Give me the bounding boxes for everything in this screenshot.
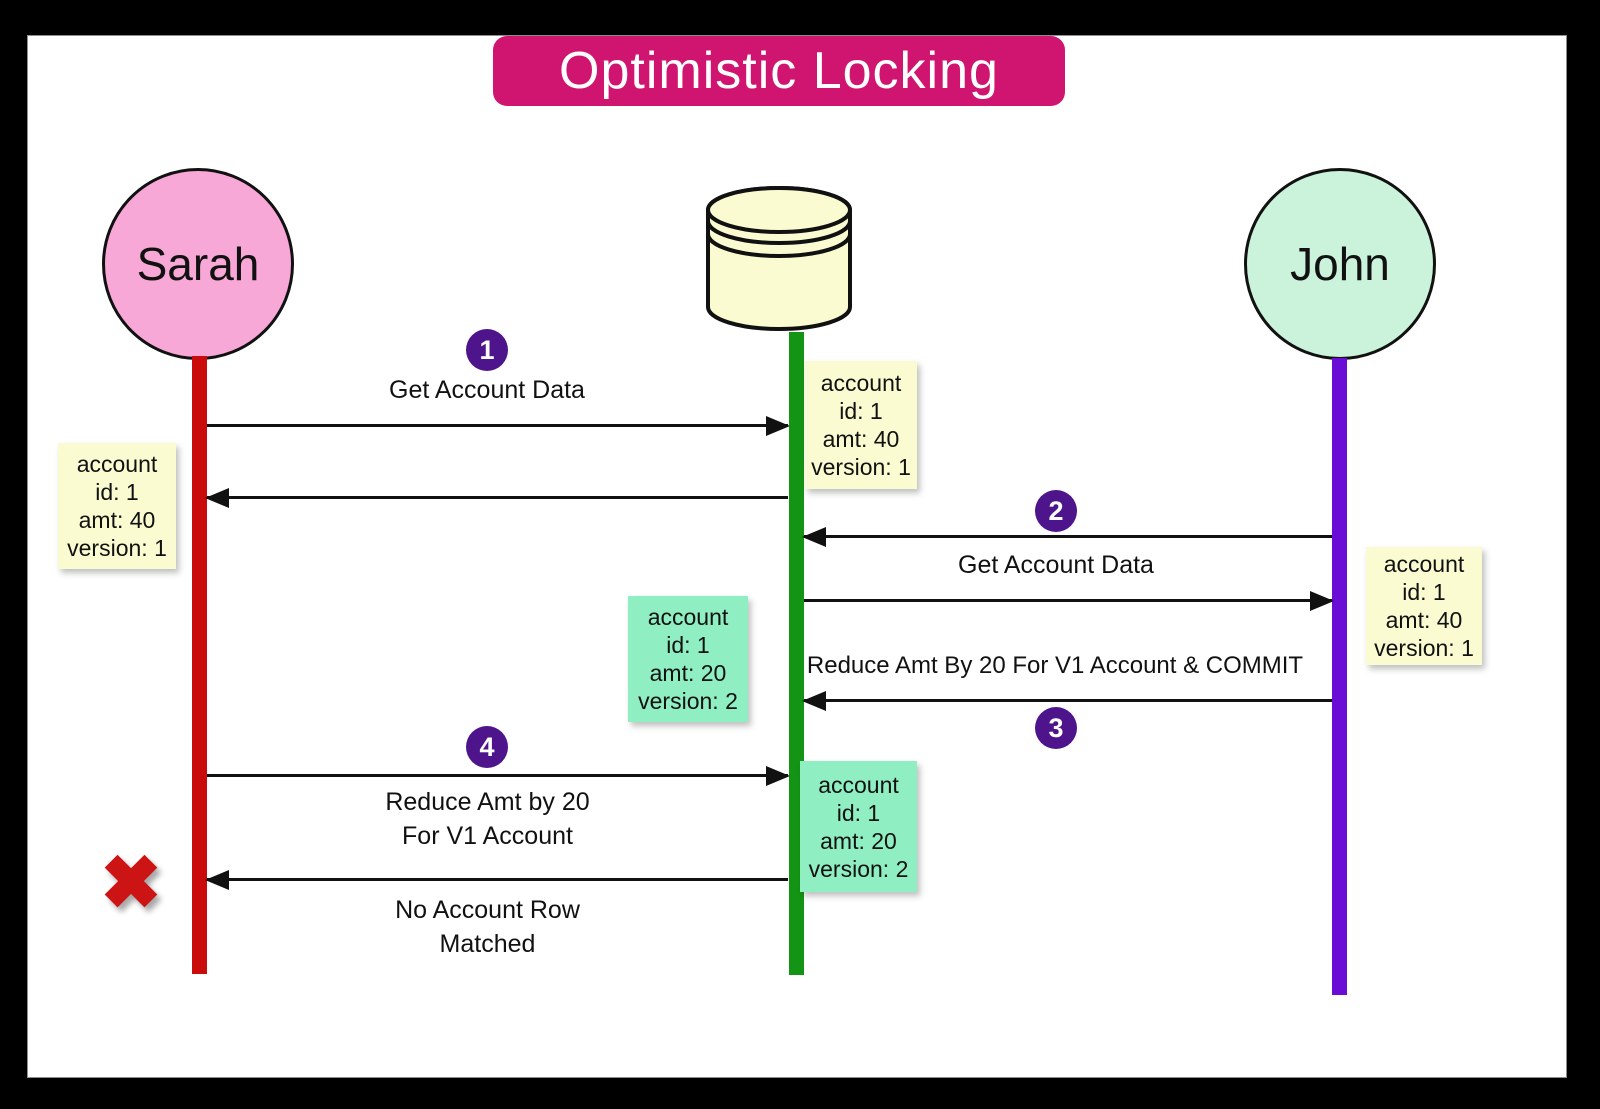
note-john-account-v1: account id: 1 amt: 40 version: 1 (1366, 547, 1482, 665)
arrowhead-right-icon (766, 765, 790, 786)
note-line: amt: 40 (822, 426, 900, 452)
message-no-row-line2: Matched (439, 930, 536, 958)
failure-x-icon: ✖ (100, 841, 163, 924)
arrowhead-right-icon (766, 415, 790, 436)
arrowhead-left-icon (802, 690, 826, 711)
message-reduce-v1-line1: Reduce Amt by 20 (385, 788, 590, 816)
message-reduce-commit: Reduce Amt By 20 For V1 Account & COMMIT (806, 652, 1304, 679)
step-badge-3: 3 (1035, 707, 1077, 749)
arrow-john-to-db-get (802, 526, 1332, 547)
message-no-row-matched: No Account Row Matched (300, 893, 675, 961)
actor-john-label: John (1290, 238, 1390, 290)
step-badge-4: 4 (466, 726, 508, 768)
note-line: amt: 40 (1385, 607, 1463, 633)
message-get-account-data-2: Get Account Data (958, 551, 1154, 579)
note-line: account (76, 451, 158, 477)
note-line: version: 1 (1374, 635, 1474, 661)
arrow-db-to-sarah-nomatch (205, 869, 788, 890)
arrowhead-left-icon (205, 487, 229, 508)
actor-sarah: Sarah (102, 168, 294, 360)
arrowhead-left-icon (205, 869, 229, 890)
arrowhead-right-icon (1310, 590, 1334, 611)
page-title: Optimistic Locking (493, 36, 1065, 106)
step-badge-2: 2 (1035, 490, 1077, 532)
note-line: amt: 40 (78, 507, 156, 533)
lifeline-sarah (192, 356, 207, 974)
database-icon (706, 186, 852, 331)
actor-sarah-label: Sarah (136, 238, 260, 290)
note-line: id: 1 (95, 479, 139, 505)
message-reduce-v1: Reduce Amt by 20 For V1 Account (300, 785, 675, 853)
note-line: amt: 20 (649, 660, 727, 686)
note-line: id: 1 (666, 632, 710, 658)
note-line: id: 1 (836, 799, 881, 826)
step-badge-1: 1 (466, 329, 508, 371)
note-line: account (818, 771, 899, 798)
lifeline-john (1332, 358, 1347, 995)
note-line: account (1383, 551, 1465, 577)
note-line: version: 2 (808, 855, 909, 882)
note-db-account-v2: account id: 1 amt: 20 version: 2 (628, 596, 748, 722)
message-get-account-data-1: Get Account Data (389, 376, 585, 404)
arrow-db-to-john-result (804, 590, 1334, 611)
actor-john: John (1244, 168, 1436, 360)
arrow-db-to-sarah-result (205, 487, 788, 508)
note-line: version: 1 (811, 454, 911, 480)
arrow-sarah-to-db-get (207, 415, 790, 436)
note-db-account-v2-committed: account id: 1 amt: 20 version: 2 (800, 761, 917, 892)
note-line: id: 1 (1402, 579, 1446, 605)
note-line: account (820, 370, 902, 396)
note-db-account-v1: account id: 1 amt: 40 version: 1 (805, 361, 917, 489)
note-line: id: 1 (839, 398, 883, 424)
arrowhead-left-icon (802, 526, 826, 547)
message-reduce-v1-line2: For V1 Account (402, 822, 573, 850)
arrow-sarah-to-db-reduce (207, 765, 790, 786)
arrow-john-to-db-commit (802, 690, 1332, 711)
note-line: version: 2 (638, 688, 738, 714)
note-line: version: 1 (67, 535, 167, 561)
message-no-row-line1: No Account Row (395, 896, 580, 924)
note-line: amt: 20 (820, 827, 897, 854)
note-sarah-account-v1: account id: 1 amt: 40 version: 1 (58, 443, 176, 569)
note-line: account (647, 604, 729, 630)
